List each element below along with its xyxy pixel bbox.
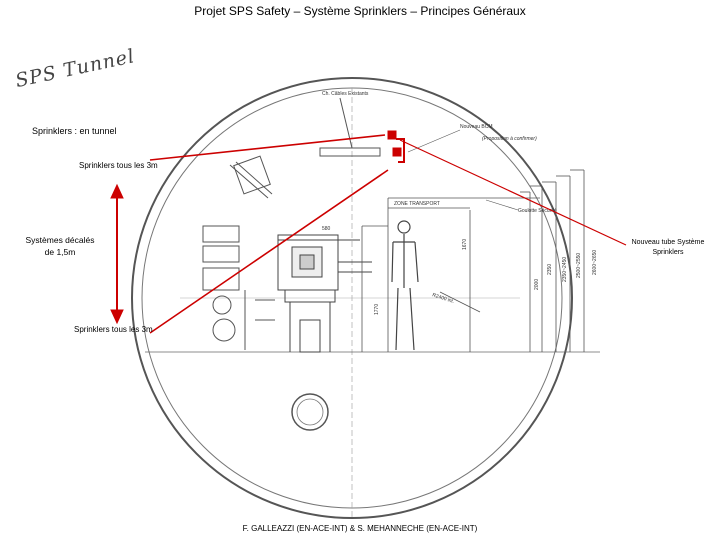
transport-vehicle — [277, 234, 372, 353]
safety-gutter-annotation: Goulotte Sécurité — [518, 208, 557, 214]
drain-pipe — [291, 393, 329, 431]
sprinklers-subtitle: Sprinklers : en tunnel — [32, 126, 117, 136]
dim-2350: 2350 — [547, 264, 553, 275]
human-figure-icon — [391, 220, 419, 351]
drain-pipe-inner — [296, 398, 324, 426]
sprinklers-top-label: Sprinklers tous les 3m — [79, 161, 158, 170]
transport-zone — [387, 197, 540, 352]
dim-1670: 1670 — [462, 239, 468, 250]
ventilation-duct — [229, 155, 273, 199]
page-title: Projet SPS Safety – Système Sprinklers –… — [194, 4, 526, 18]
cable-channel-annotation: Ch. Câbles Existants — [322, 91, 369, 97]
proposal-annotation: (Proposition à confirmer) — [482, 136, 537, 142]
sprinkler-pointer-upper — [149, 134, 386, 161]
dim-2600-2650: 2600~2650 — [592, 250, 598, 275]
new-tube-pointer — [399, 139, 627, 246]
offset-arrow-top-head — [110, 183, 124, 199]
transport-zone-annotation: ZONE TRANSPORT — [394, 201, 440, 207]
new-level-annotation: Nouveau BCM — [460, 124, 493, 130]
new-tube-label: Nouveau tube Système Sprinklers — [631, 239, 705, 256]
sprinkler-head-upper — [387, 130, 397, 140]
dimension-lines — [361, 169, 585, 352]
cable-trays-left — [202, 225, 275, 350]
systems-offset-label: Systèmes décalés de 1,5m — [25, 235, 95, 257]
new-sprinkler-tube — [396, 138, 405, 163]
cable-channel — [319, 97, 381, 157]
sprinkler-system — [110, 130, 627, 334]
offset-arrow-bottom-head — [110, 309, 124, 325]
radius-annotation: R2400 int. — [431, 292, 455, 305]
footer-authors: F. GALLEAZZI (EN-ACE-INT) & S. MEHANNECH… — [242, 524, 478, 533]
sprinkler-pointer-lower — [149, 169, 389, 334]
sprinkler-head-lower — [392, 147, 402, 157]
dim-2000: 2000 — [534, 279, 540, 290]
tunnel-outer-ring — [131, 77, 573, 519]
dim-2500-2550: 2500~2550 — [576, 253, 582, 278]
dim-580: 580 — [322, 226, 331, 232]
dim-1770: 1770 — [374, 304, 380, 315]
sprinklers-bottom-label: Sprinklers tous les 3m — [74, 325, 153, 334]
dim-2350-2450: 2350~2450 — [562, 257, 568, 282]
